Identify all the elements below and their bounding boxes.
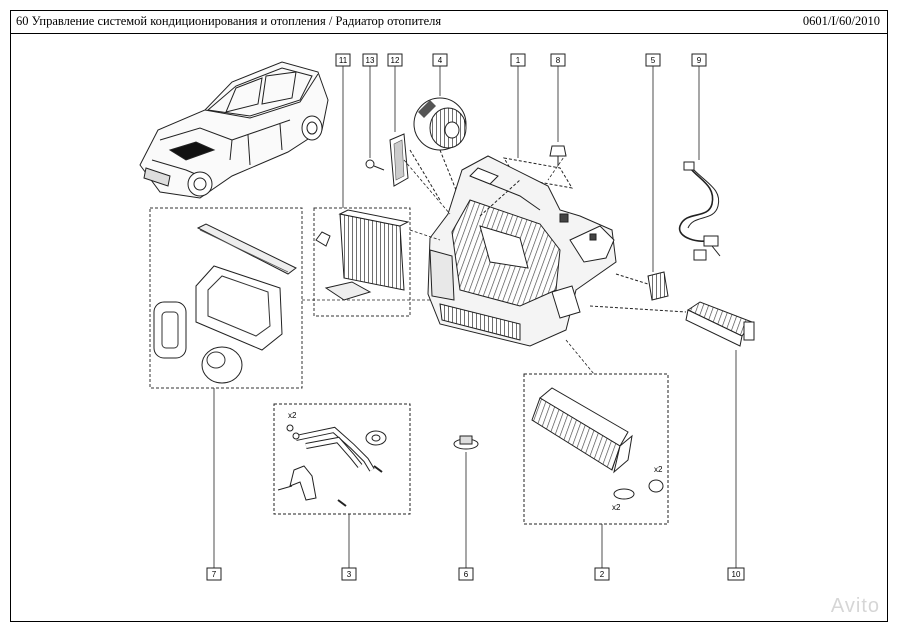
callout-5: 5 — [645, 53, 661, 67]
part-12-flap — [389, 66, 441, 201]
quantity-label: x2 — [612, 503, 621, 512]
callout-3: 3 — [341, 567, 357, 581]
group-7-filter-set — [149, 207, 303, 568]
part-1-heater-housing — [427, 66, 617, 347]
svg-text:3: 3 — [347, 570, 352, 579]
part-10-ptc-heater — [589, 301, 755, 568]
callout-8: 8 — [550, 53, 566, 67]
header-bar: 60 Управление системой кондиционирования… — [10, 10, 888, 34]
svg-text:4: 4 — [438, 56, 443, 65]
page-frame — [10, 10, 888, 622]
svg-text:9: 9 — [697, 56, 702, 65]
part-5-connector — [615, 66, 669, 301]
callout-1: 1 — [510, 53, 526, 67]
part-9-wiring-harness — [678, 66, 721, 261]
svg-text:10: 10 — [732, 570, 741, 579]
callout-13: 13 — [362, 53, 378, 67]
callout-7: 7 — [206, 567, 222, 581]
svg-text:11: 11 — [339, 56, 348, 65]
callout-10: 10 — [727, 567, 745, 581]
page-title: 60 Управление системой кондиционирования… — [16, 14, 442, 28]
document-reference: 0601/I/60/2010 — [802, 14, 880, 28]
svg-text:6: 6 — [464, 570, 469, 579]
svg-text:13: 13 — [366, 56, 375, 65]
group-11-pollen-filter — [313, 66, 411, 317]
car-illustration — [139, 61, 329, 199]
callout-11: 11 — [335, 53, 351, 67]
svg-text:2: 2 — [600, 570, 605, 579]
svg-text:1: 1 — [516, 56, 521, 65]
part-6-grommet — [453, 435, 479, 568]
callout-4: 4 — [432, 53, 448, 67]
callout-12: 12 — [387, 53, 403, 67]
svg-text:7: 7 — [212, 570, 217, 579]
watermark-logo: Avito — [830, 595, 880, 617]
part-4-blower-motor — [413, 66, 467, 201]
svg-text:8: 8 — [556, 56, 561, 65]
svg-text:12: 12 — [391, 56, 400, 65]
svg-text:5: 5 — [651, 56, 656, 65]
group-3-heater-pipes — [273, 403, 411, 568]
callout-9: 9 — [691, 53, 707, 67]
part-8-fastener — [549, 66, 567, 166]
part-13-screw — [365, 66, 385, 171]
group-2-heater-core — [523, 339, 669, 568]
callout-2: 2 — [594, 567, 610, 581]
callout-6: 6 — [458, 567, 474, 581]
quantity-label: x2 — [288, 411, 297, 420]
quantity-label: x2 — [654, 465, 663, 474]
leader-lines — [302, 159, 451, 301]
